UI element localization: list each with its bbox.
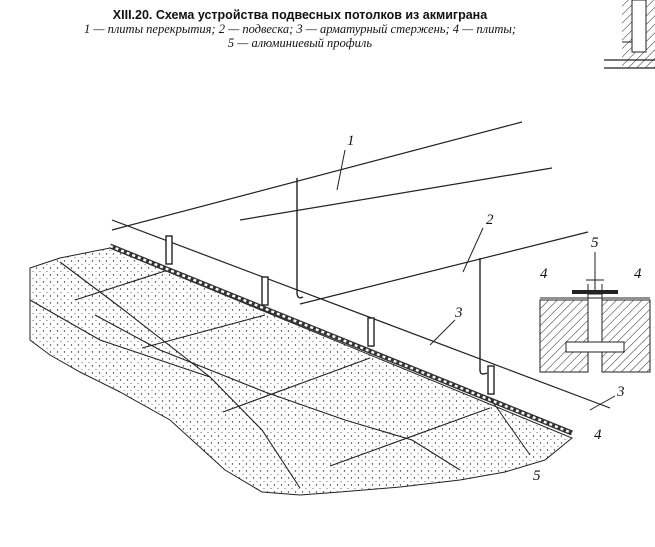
label-5-section: 5 [591, 235, 599, 251]
label-2: 2 [486, 212, 494, 228]
legend-line-1: 1 — плиты перекрытия; 2 — подвеска; 3 — … [83, 22, 516, 36]
hangers [165, 178, 495, 395]
label-5-profile: 5 [533, 468, 541, 484]
figure-title: XIII.20. Схема устройства подвесных пото… [112, 8, 488, 22]
label-4-section-right: 4 [634, 266, 642, 282]
label-1: 1 [347, 133, 355, 149]
section-detail [539, 252, 651, 373]
rebar-rod [109, 219, 611, 436]
figure-caption: XIII.20. Схема устройства подвесных пото… [0, 8, 600, 50]
legend-line-2: 5 — алюминиевый профиль [227, 36, 373, 50]
leader-lines [336, 149, 616, 456]
label-4-strip: 4 [594, 427, 602, 443]
ceiling-panels [29, 247, 573, 496]
corner-detail-fragment [604, 0, 655, 69]
label-3-rod: 3 [454, 305, 463, 321]
floor-slabs [111, 121, 589, 305]
label-4-section-left: 4 [540, 266, 548, 282]
label-3-end: 3 [616, 384, 625, 400]
